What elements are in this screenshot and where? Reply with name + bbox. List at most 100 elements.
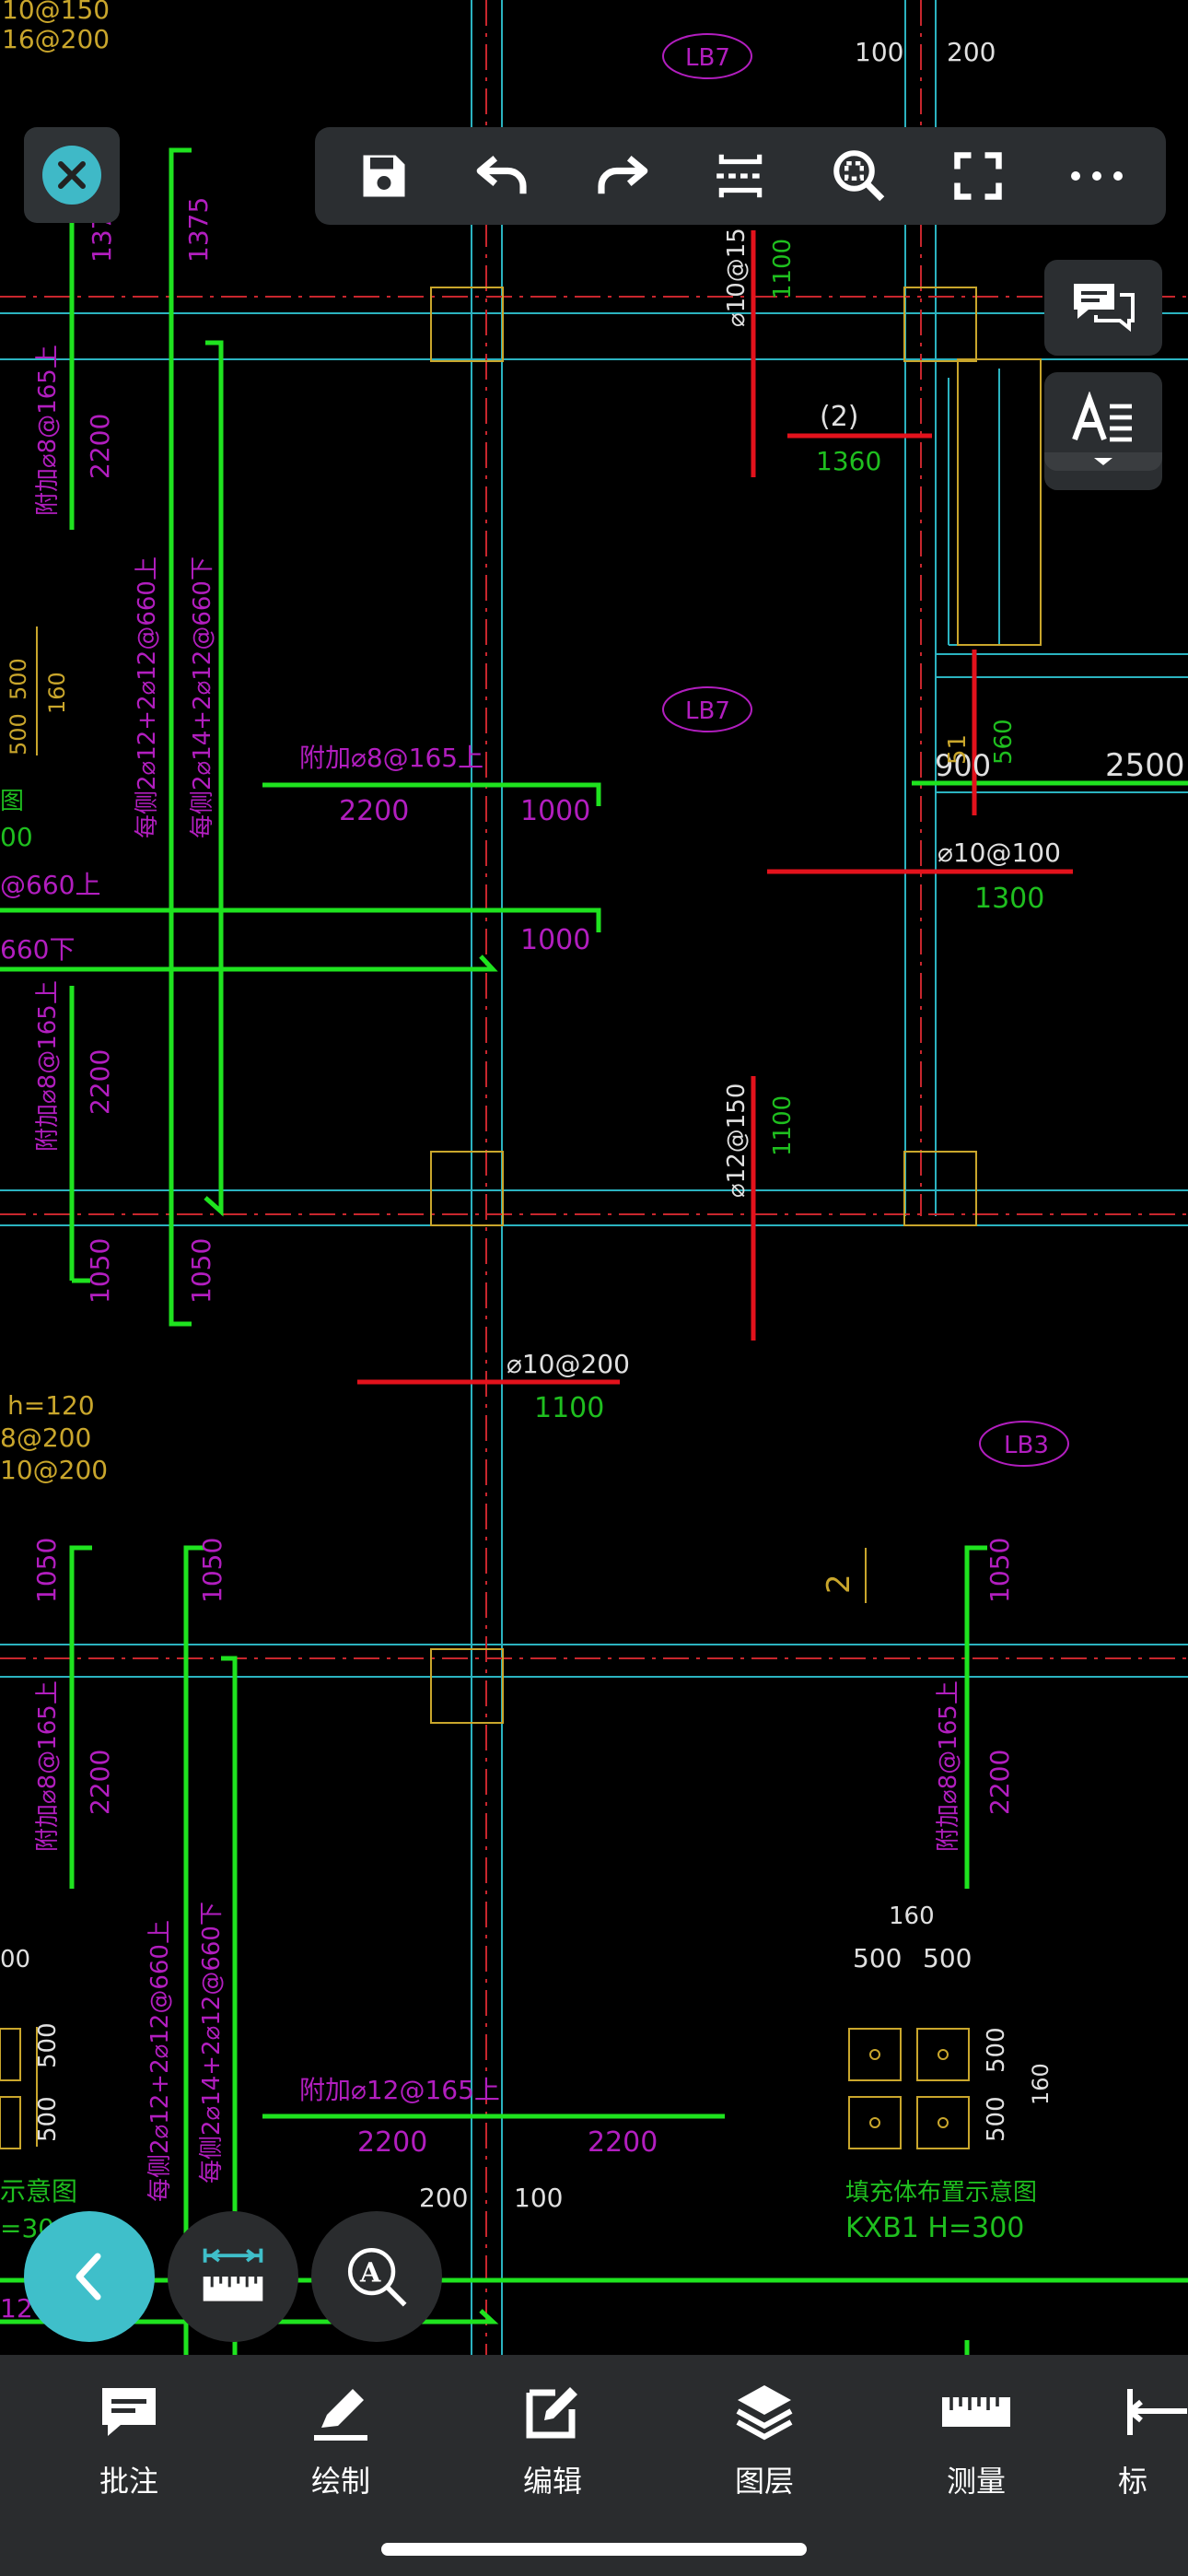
label: 660下 [0,934,75,965]
label: 160 [44,672,70,714]
label: ⌀10@15 [723,228,751,327]
label: 1050 [85,1238,115,1304]
label: 2500 [1105,747,1185,784]
label: 2 [821,1574,857,1594]
svg-text:A: A [359,2256,381,2288]
label: 2200 [85,1049,115,1115]
label: 500 [853,1943,902,1973]
edit-icon [516,2375,589,2449]
label: 1000 [520,924,590,956]
save-icon [363,155,405,197]
tab-edit[interactable]: 编辑 [460,2355,645,2521]
close-button[interactable] [24,127,120,223]
label: 附加⌀8@165上 [34,1680,62,1852]
layers-icon [728,2375,801,2449]
label: 1000 [520,795,590,827]
tab-annotate[interactable]: 批注 [37,2355,221,2521]
fill-layout-boxes [0,626,970,2149]
label: 160 [1028,2063,1054,2105]
save-button[interactable] [343,135,425,217]
label: 900 [935,748,991,783]
axis-lines [0,0,1188,2355]
tab-layers[interactable]: 图层 [672,2355,856,2521]
label: 500 [983,2027,1010,2073]
center-axis-lines [0,0,1188,2355]
measure-button[interactable] [168,2211,298,2342]
ruler-icon [939,2375,1013,2449]
tab-measure[interactable]: 测量 [884,2355,1068,2521]
close-icon [42,146,101,205]
rebar-lines [0,147,1188,2355]
text-style-button[interactable] [1044,372,1162,490]
tab-label: 编辑 [522,2464,582,2499]
label: 1100 [769,1095,797,1156]
label: ⌀10@200 [507,1349,630,1379]
label: @660上 [0,870,100,900]
label: 00 [0,1946,30,1973]
annotate-icon [92,2375,166,2449]
label: (2) [820,401,859,433]
fullscreen-button[interactable] [937,135,1019,217]
label: 1050 [197,1538,227,1603]
label: 2200 [85,414,115,479]
lb7-tag: LB7 [685,44,730,72]
label: 2200 [357,2126,427,2159]
tab-draw[interactable]: 绘制 [249,2355,433,2521]
undo-icon [476,156,527,194]
tab-label: 标 [1118,2464,1148,2499]
label: 1360 [816,446,881,476]
redo-button[interactable] [580,135,663,217]
tab-label: 测量 [946,2464,1006,2499]
label: 16@200 [2,24,110,54]
tab-dimension[interactable]: 标 [1096,2355,1188,2521]
label: 500 [34,2022,62,2068]
fit-width-button[interactable] [699,135,782,217]
label: 500 [6,713,31,755]
label: 每侧2⌀12+2⌀12@660上 [134,556,161,838]
measure-ruler-icon [203,2248,263,2301]
back-icon [76,2253,101,2301]
column-boxes [430,287,1042,1724]
callout-lines [357,230,1073,1385]
bottom-tab-bar: 批注 绘制 编辑 图层 测量 标 [0,2355,1188,2576]
pencil-icon [304,2375,378,2449]
label: 500 [6,658,31,700]
label: 每侧2⌀14+2⌀12@660下 [189,556,216,838]
tab-label: 图层 [734,2464,794,2499]
label: 2200 [588,2126,658,2159]
zoom-region-button[interactable] [818,135,901,217]
home-indicator [381,2543,807,2556]
label: 2200 [339,795,409,827]
label: 500 [983,2096,1010,2142]
label: 1100 [769,239,797,299]
label: 附加⌀8@165上 [34,980,62,1152]
label: 1300 [974,883,1044,915]
text-style-icon [1072,392,1132,442]
label: 图 [0,788,24,815]
label: ⌀10@100 [938,837,1061,868]
label: 100 [855,37,903,67]
label: KXB1 H=300 [845,2212,1024,2244]
back-button[interactable] [24,2211,155,2342]
label: 500 [923,1943,972,1973]
label: 51 [944,734,972,765]
lb-tags [662,33,1069,1467]
undo-button[interactable] [461,135,544,217]
label: 1050 [31,1538,62,1603]
label: 2200 [85,1750,115,1815]
label: 10@150 [2,0,110,25]
label: 2200 [984,1750,1015,1815]
cad-drawing-canvas[interactable]: 10@150 16@200 LB7 100 200 1375 137 附加⌀8@… [0,0,1188,2355]
label: 8@200 [0,1423,91,1453]
label: 每侧2⌀12+2⌀12@660上 [146,1920,174,2202]
fit-width-icon [716,154,764,198]
more-button[interactable] [1055,135,1138,217]
label: 200 [419,2183,468,2213]
comments-button[interactable] [1044,260,1162,356]
label: 附加⌀12@165上 [299,2075,500,2105]
top-toolbar [315,127,1166,225]
text-search-button[interactable]: A [311,2211,442,2342]
tab-label: 批注 [99,2464,158,2499]
label: 示意图 [0,2176,77,2207]
label: 1100 [534,1392,604,1424]
